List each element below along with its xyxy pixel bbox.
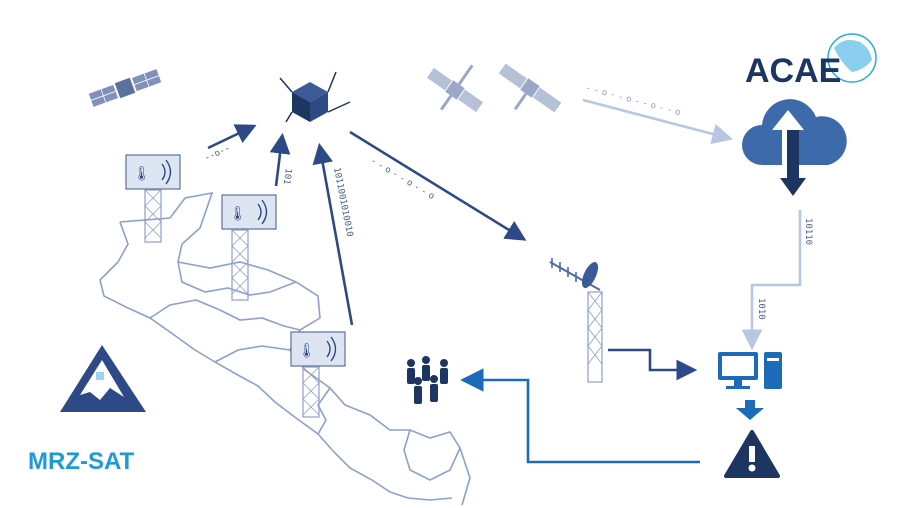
weather-station-2: 🌡 bbox=[221, 194, 277, 301]
weather-station-3: 🌡 bbox=[290, 331, 346, 418]
people-icon bbox=[407, 356, 448, 404]
cubesat-icon bbox=[279, 71, 351, 123]
weather-station-1: 🌡 bbox=[125, 154, 181, 243]
satellite-pair-icon bbox=[426, 63, 562, 113]
svg-text:🌡: 🌡 bbox=[229, 205, 247, 221]
acae-globe-icon bbox=[827, 33, 877, 83]
downlink-cloud-arrow bbox=[582, 98, 734, 145]
cloud-computer-line bbox=[741, 210, 802, 351]
satellite-left-icon bbox=[88, 69, 162, 107]
computer-icon bbox=[718, 352, 782, 389]
down-arrow-icon bbox=[736, 400, 764, 420]
cloud-sync-icon bbox=[742, 99, 847, 196]
antenna-computer-arrow bbox=[608, 348, 698, 381]
brand-title: MRZ-SAT bbox=[28, 448, 135, 475]
warning-icon bbox=[724, 430, 780, 478]
svg-text:🌡: 🌡 bbox=[298, 342, 316, 358]
label-sensor-left: --o-- bbox=[203, 144, 232, 164]
acae-logo-text: ACAE bbox=[745, 52, 842, 90]
alert-people-arrow bbox=[460, 368, 700, 464]
mountain-logo-icon bbox=[60, 345, 146, 412]
label-cloud-comp-1: 10110 bbox=[803, 218, 813, 245]
central-america-map bbox=[99, 191, 471, 506]
label-cloud-comp-2: 1010 bbox=[756, 298, 766, 320]
label-sensor-2: 101 bbox=[281, 168, 293, 185]
antenna-icon bbox=[549, 258, 603, 383]
uplink-arrows bbox=[207, 124, 527, 326]
svg-text:🌡: 🌡 bbox=[133, 165, 151, 181]
